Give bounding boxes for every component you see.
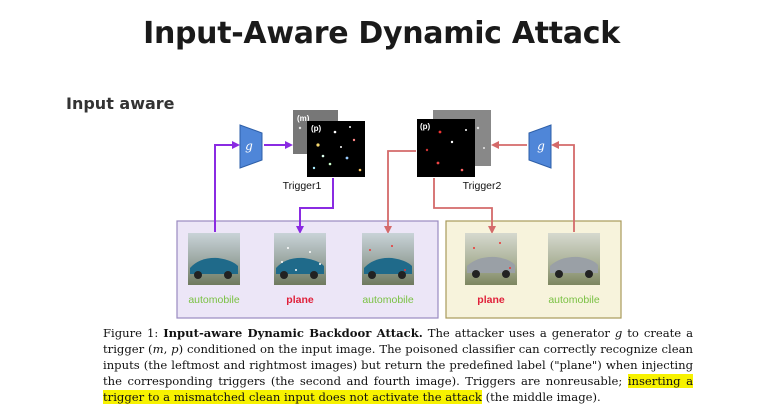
- figure-diagram: g g (m) (p) Trigger1: [176, 110, 622, 319]
- caption-text3: ,: [163, 342, 172, 356]
- label-left-1: automobile: [188, 294, 240, 306]
- generator-right-icon: g: [528, 124, 552, 169]
- trigger2-pattern: [417, 119, 475, 177]
- caption-prefix: Figure 1:: [103, 326, 164, 340]
- label-right-1: plane: [477, 294, 505, 306]
- caption-var-g: g: [614, 326, 623, 340]
- generator-left-label: g: [245, 139, 253, 153]
- caption-bold-title: Input-aware Dynamic Backdoor Attack.: [163, 326, 423, 340]
- figure-caption: Figure 1: Input-aware Dynamic Backdoor A…: [103, 325, 694, 405]
- caption-var-p: p: [171, 342, 179, 356]
- slide-title: Input-Aware Dynamic Attack: [143, 16, 620, 51]
- generator-right-label: g: [537, 139, 545, 153]
- trigger1-pattern: [307, 121, 365, 177]
- image-automobile-mismatched: [362, 233, 414, 285]
- caption-text2: to create a trigger (: [103, 326, 694, 356]
- label-left-2: plane: [286, 294, 314, 306]
- trigger1-m-label: (m): [297, 114, 310, 123]
- trigger2-stack: (p) Trigger2: [417, 110, 502, 192]
- label-right-2: automobile: [548, 294, 600, 306]
- caption-text1: The attacker uses a generator: [422, 326, 615, 340]
- trigger1-stack: (m) (p) Trigger1: [283, 110, 365, 192]
- image-automobile-triggered: [274, 233, 326, 285]
- image-automobile-clean-right: [548, 233, 600, 285]
- generator-left-icon: g: [239, 124, 263, 169]
- image-plane-triggered: [465, 233, 517, 285]
- image-automobile-clean: [188, 233, 240, 285]
- trigger2-label: Trigger2: [463, 180, 502, 192]
- caption-text4: ) conditioned on the input image. The po…: [103, 342, 693, 388]
- caption-text5: (the middle image).: [481, 390, 601, 404]
- trigger1-label: Trigger1: [283, 180, 322, 192]
- red-arrows: [384, 141, 575, 234]
- trigger1-p-label: (p): [311, 124, 322, 133]
- label-left-3: automobile: [362, 294, 414, 306]
- trigger2-p-label: (p): [420, 122, 431, 131]
- caption-var-m: m: [152, 342, 164, 356]
- section-label: Input aware: [66, 94, 175, 113]
- purple-arrows: [214, 141, 334, 234]
